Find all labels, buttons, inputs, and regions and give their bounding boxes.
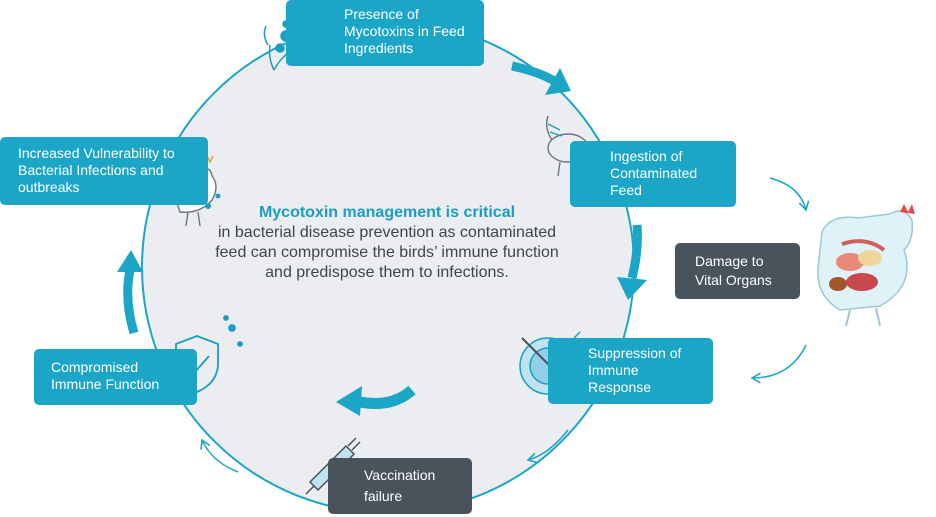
step-suppression-of-immune-response: Suppression of Immune Response [548, 338, 713, 404]
center-title: Mycotoxin management is critical [258, 204, 516, 221]
step-vaccination-failure: Vaccination failure [328, 458, 472, 514]
chicken-organs-icon [817, 204, 915, 327]
center-body: in bacterial disease prevention as conta… [215, 224, 559, 281]
cycle-arrow-left [117, 250, 143, 335]
thin-arrow-organs-to-suppression [750, 344, 807, 384]
cycle-arrow-right [617, 224, 647, 300]
step-increased-vulnerability: Increased Vulnerability to Bacterial Inf… [0, 137, 208, 205]
step-compromised-immune-function: Compromised Immune Function [34, 349, 197, 405]
center-message: Mycotoxin management is critical in bact… [212, 203, 562, 283]
step-presence-of-mycotoxins: Presence of Mycotoxins in Feed Ingredien… [286, 0, 484, 66]
step-ingestion-of-feed: Ingestion of Contaminated Feed [570, 141, 736, 207]
step-damage-to-organs: Damage to Vital Organs [675, 243, 800, 299]
thin-arrow-suppression-to-vaccination [526, 429, 569, 464]
cycle-arrow-top-right [511, 61, 571, 95]
thin-arrow-vaccination-to-compromised [200, 438, 239, 473]
cycle-arrow-center [336, 385, 416, 416]
thin-arrow-feed-to-organs [769, 177, 810, 212]
